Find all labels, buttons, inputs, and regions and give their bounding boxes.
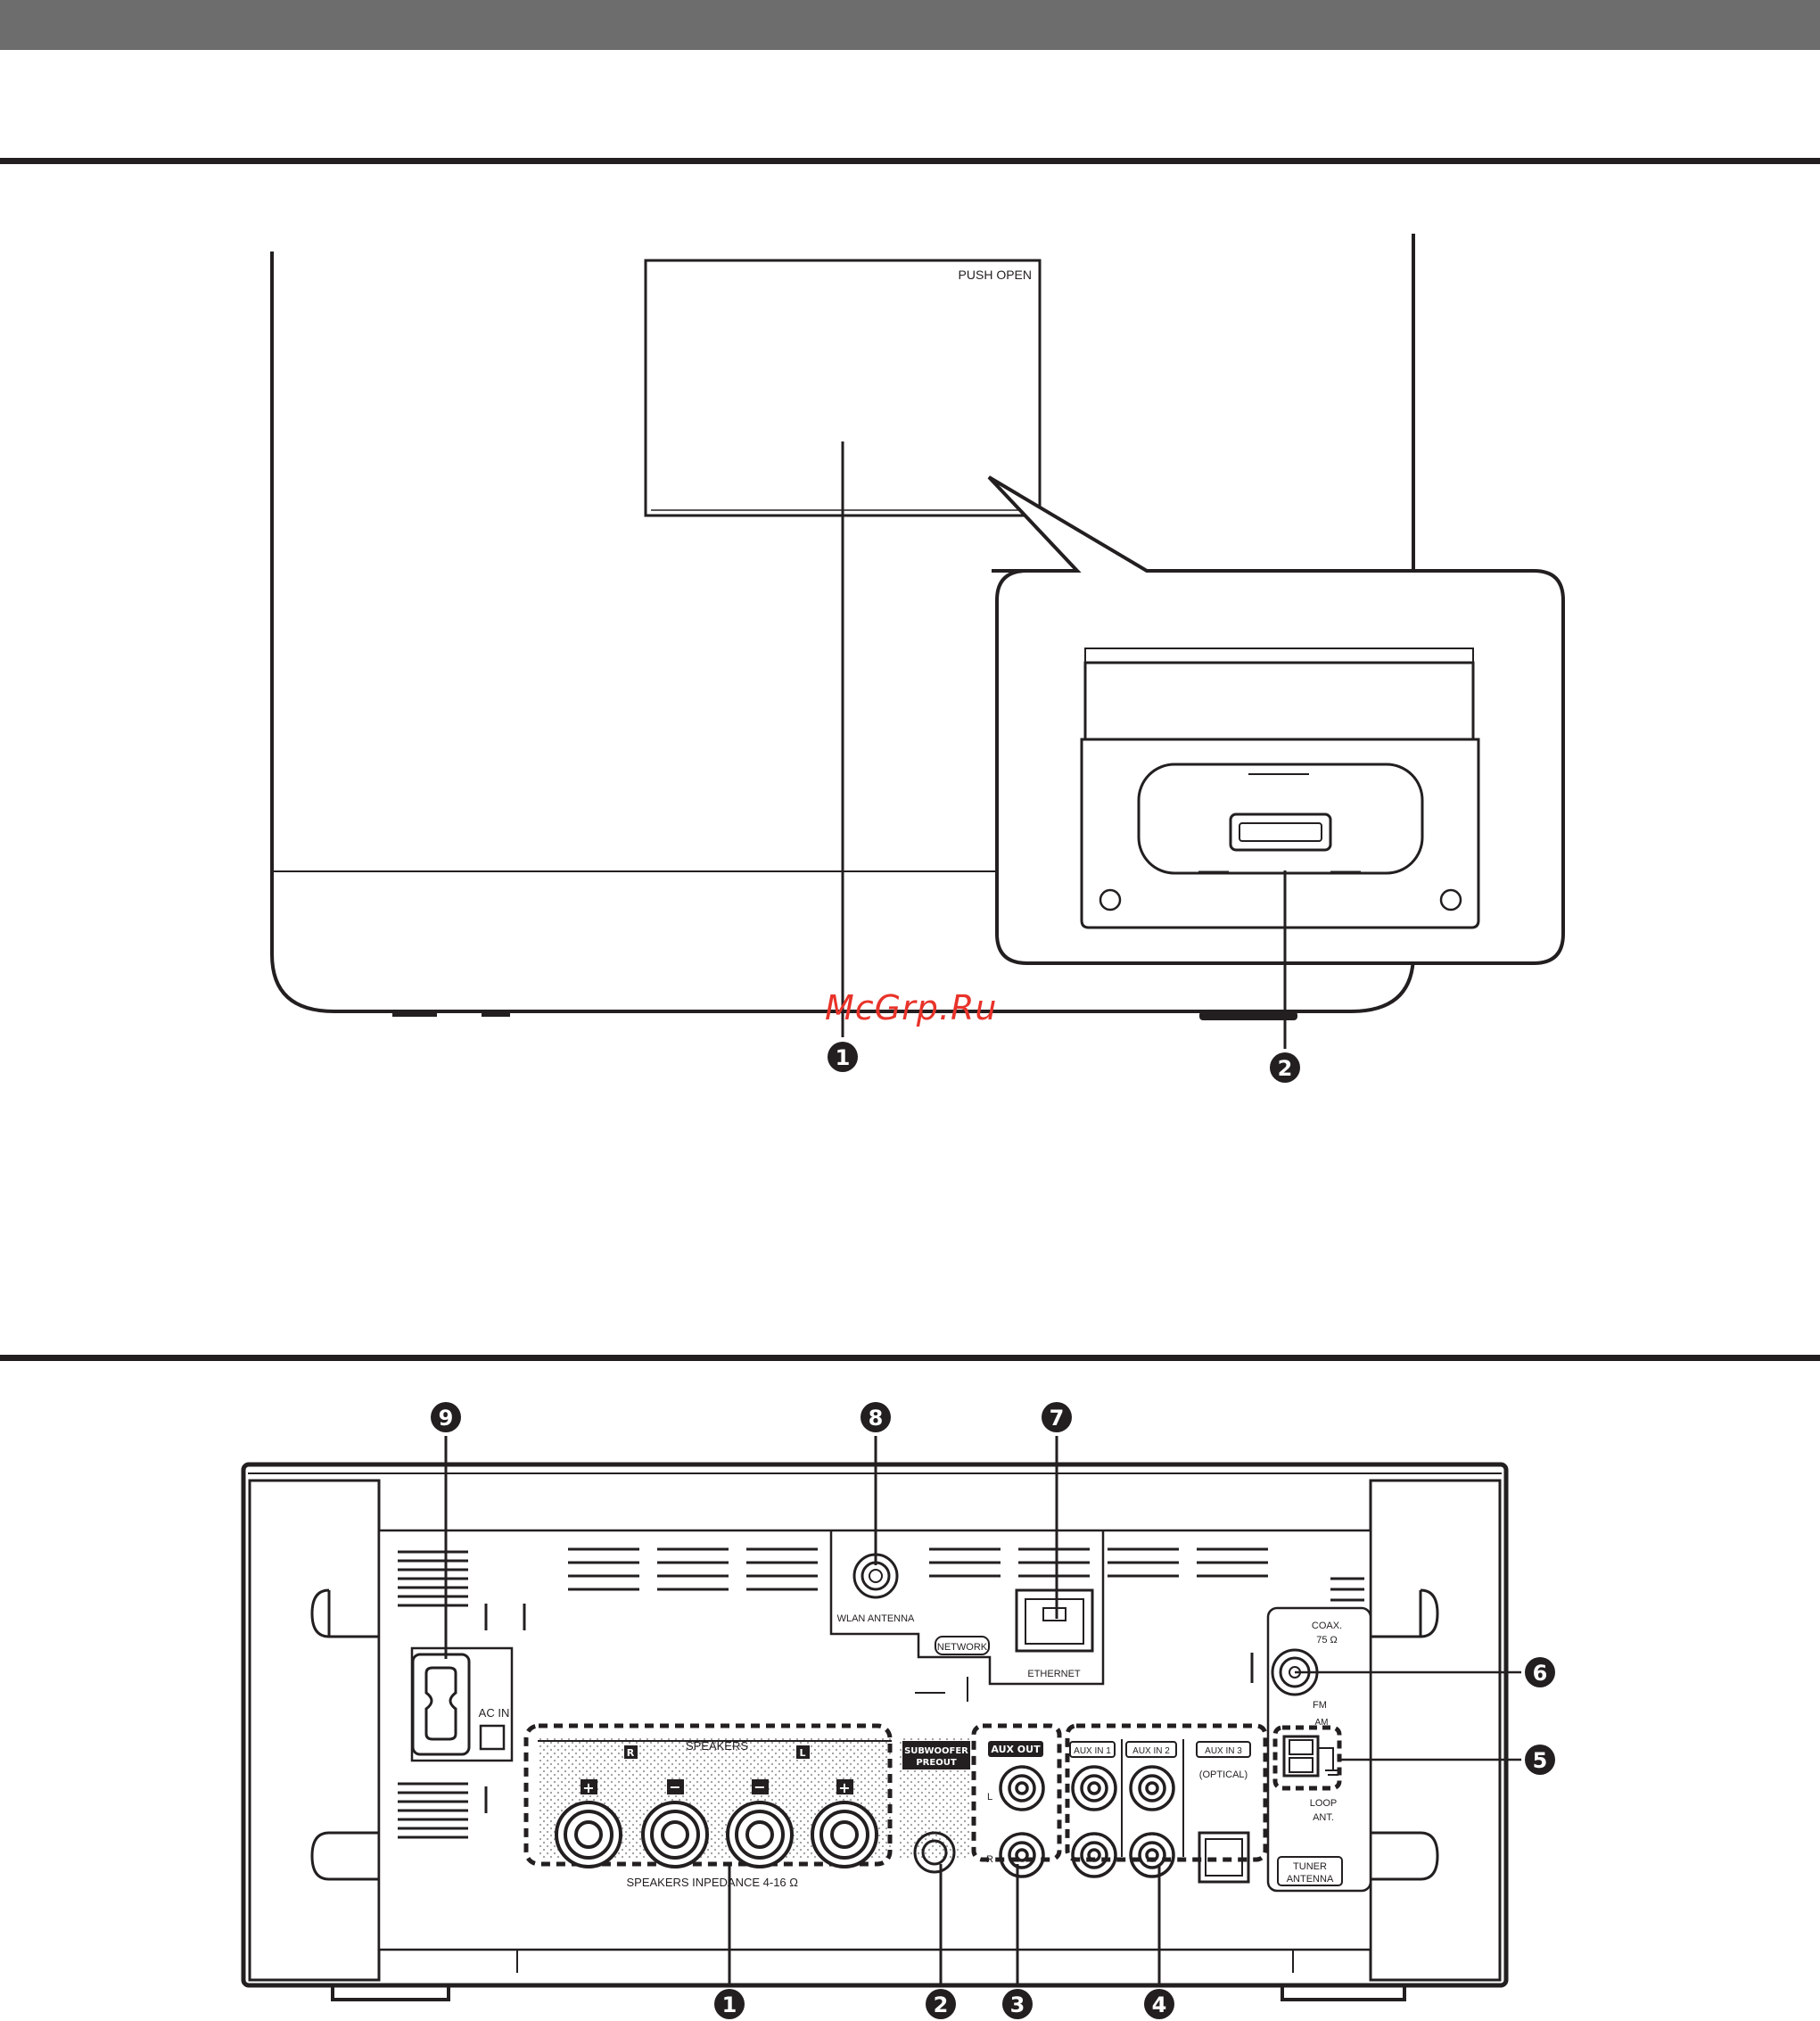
loop-ant-label-line2: ANT. [1313,1812,1334,1823]
rear-callout-7: 7 [1042,1402,1072,1432]
push-open-label: PUSH OPEN [959,268,1032,282]
svg-text:7: 7 [1050,1406,1065,1431]
subwoofer-label-line2: PREOUT [916,1758,956,1768]
tuner-antenna-label-line1: TUNER [1293,1861,1327,1872]
aux-out-label: AUX OUT [991,1744,1041,1755]
rear-callout-6: 6 [1525,1657,1555,1687]
svg-text:+: + [838,1779,850,1796]
front-view [272,234,1563,1049]
aux-in-1-label: AUX IN 1 [1074,1746,1111,1756]
ac-in-label: AC IN [479,1706,510,1720]
svg-text:4: 4 [1152,1992,1167,2017]
svg-text:8: 8 [869,1406,884,1431]
coax-label-line1: COAX. [1312,1621,1342,1631]
aux-in-3-label: AUX IN 3 [1205,1746,1242,1756]
rear-callout-2: 2 [926,1989,956,2019]
speakers-r-label: R [627,1747,635,1759]
svg-text:2: 2 [1278,1056,1293,1081]
rear-callout-9: 9 [431,1402,461,1432]
svg-text:2: 2 [934,1992,949,2017]
wlan-antenna-label: WLAN ANTENNA [837,1613,915,1624]
aux-in-2-label: AUX IN 2 [1132,1746,1170,1756]
aux-out-l-label: L [987,1792,992,1802]
tuner-antenna-label-line2: ANTENNA [1287,1874,1334,1885]
speakers-impedance-label: SPEAKERS INPEDANCE 4-16 Ω [626,1876,798,1889]
svg-text:−: − [669,1778,680,1795]
svg-text:3: 3 [1010,1992,1025,2017]
loop-ant-label-line1: LOOP [1310,1798,1338,1809]
rear-view [243,1436,1521,2000]
speakers-l-label: L [799,1747,805,1759]
rear-callout-4: 4 [1144,1989,1174,2019]
front-callout-1: 1 [828,1042,858,1072]
front-callout-2: 2 [1270,1052,1300,1083]
svg-text:+: + [582,1779,594,1796]
rear-callout-3: 3 [1002,1989,1033,2019]
svg-text:5: 5 [1533,1748,1548,1773]
rear-callout-1: 1 [714,1989,745,2019]
watermark: McGrp.Ru [825,988,997,1027]
optical-label: (OPTICAL) [1199,1769,1248,1780]
rear-callout-5: 5 [1525,1745,1555,1775]
speakers-label: SPEAKERS [686,1739,748,1753]
dock-callout-bubble [989,477,1563,963]
network-label: NETWORK [937,1642,988,1653]
coax-label-line2: 75 Ω [1316,1635,1338,1646]
svg-text:1: 1 [836,1045,851,1070]
svg-text:−: − [754,1778,765,1795]
svg-text:9: 9 [439,1406,454,1431]
ethernet-label: ETHERNET [1027,1669,1081,1679]
aux-out-r-label: R [986,1854,993,1865]
svg-text:6: 6 [1533,1661,1548,1686]
fm-label: FM [1313,1700,1327,1711]
subwoofer-label-line1: SUBWOOFER [904,1746,968,1756]
am-label: AM [1315,1718,1329,1728]
rear-callout-8: 8 [861,1402,891,1432]
svg-text:1: 1 [722,1992,737,2017]
